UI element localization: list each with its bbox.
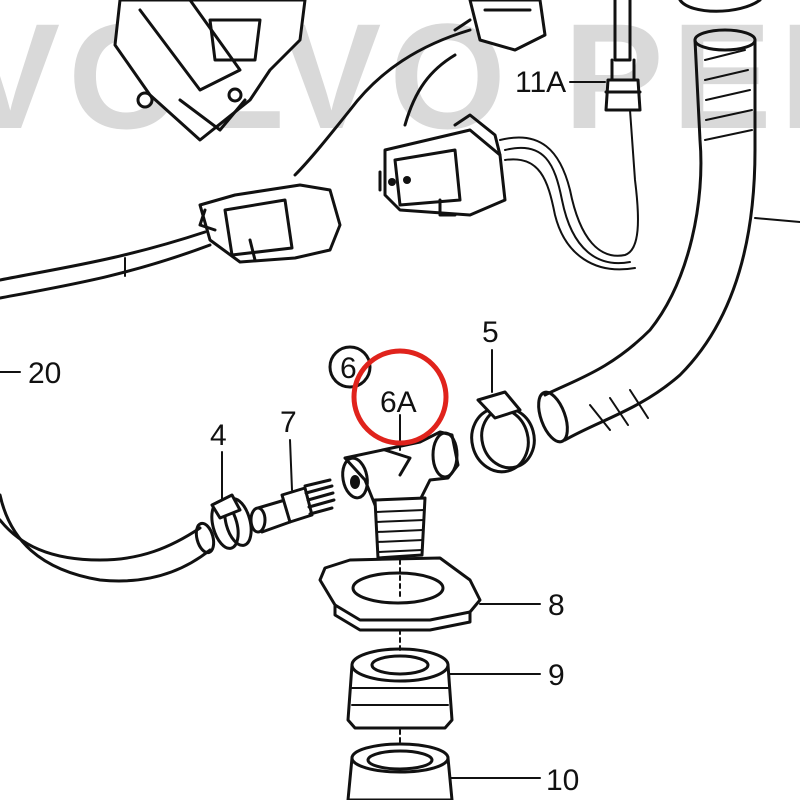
connector-housing-top-left xyxy=(113,0,307,142)
label-6: 6 xyxy=(340,352,357,385)
wire-left xyxy=(0,230,207,282)
sensor-11a xyxy=(604,0,642,112)
label-7: 7 xyxy=(280,406,297,439)
label-10: 10 xyxy=(546,764,579,797)
nut-10 xyxy=(346,742,454,800)
hose-clamp-4 xyxy=(210,493,253,550)
hose-left xyxy=(0,493,212,583)
wire-top-2 xyxy=(403,53,457,127)
label-4: 4 xyxy=(210,419,227,452)
valve-7 xyxy=(249,478,336,534)
hose-clamp-5 xyxy=(470,390,536,474)
label-9: 9 xyxy=(548,659,565,692)
wire-bundle xyxy=(499,109,639,257)
hose-right xyxy=(537,0,762,444)
label-20: 20 xyxy=(28,357,61,390)
connector-top-center xyxy=(453,0,547,52)
connector-left xyxy=(198,183,342,264)
bushing-9 xyxy=(346,647,454,730)
label-5: 5 xyxy=(482,316,499,349)
label-11a: 11A xyxy=(515,66,566,99)
connector-middle xyxy=(378,113,507,217)
wire-top xyxy=(293,28,472,177)
tee-fitting-6a xyxy=(341,430,460,560)
label-8: 8 xyxy=(548,589,565,622)
label-6a: 6A xyxy=(380,386,417,419)
highlight-circle xyxy=(351,348,449,446)
label-6-circle xyxy=(328,345,372,389)
